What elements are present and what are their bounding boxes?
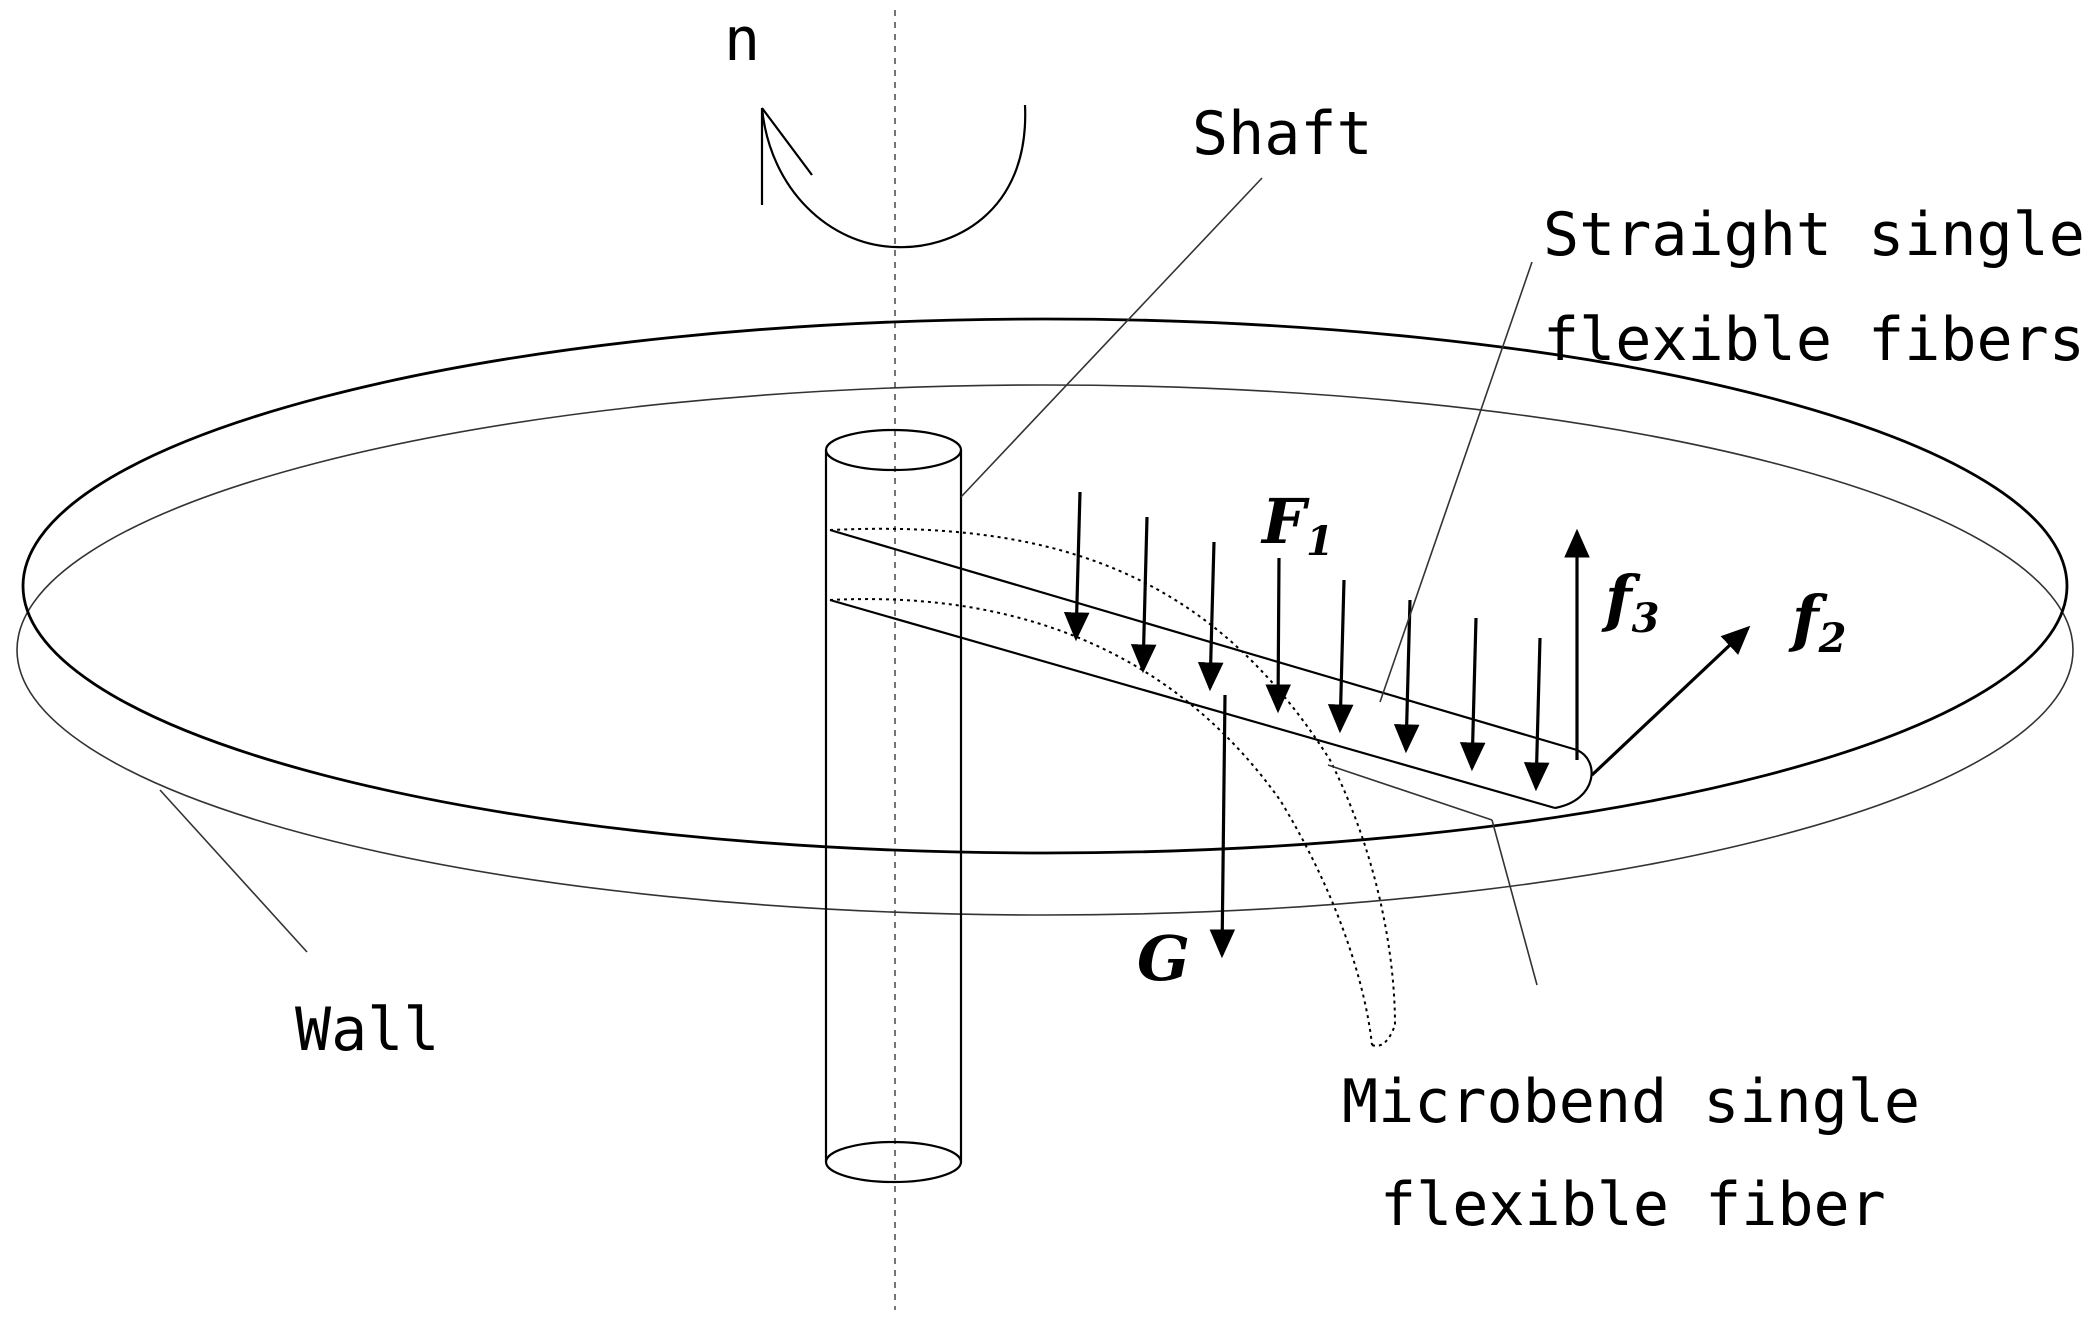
rotation-arrow-icon [760, 104, 1027, 249]
shaft-label: Shaft [1192, 99, 1373, 169]
wall-lower-ellipse [16, 384, 2074, 916]
plate-upper-ellipse [21, 317, 2069, 855]
f2-label-sub: 2 [1818, 615, 1847, 662]
f1-force-arrows [1063, 491, 1550, 792]
f2-force-arrow [1590, 625, 1751, 777]
f3-label: f3 [1601, 562, 1660, 642]
straight-fiber-leader-line [1379, 261, 1533, 703]
f1-label: F1 [1260, 485, 1334, 565]
shaft-leader-line [960, 177, 1263, 498]
f3-label-sub: 3 [1632, 595, 1660, 642]
wall-label: Wall [295, 995, 440, 1065]
rotation-label: n [724, 5, 760, 75]
f2-label: f2 [1788, 582, 1847, 662]
straight-fiber-label-line2: flexible fibers [1543, 305, 2085, 375]
shaft-cylinder [824, 428, 963, 1184]
g-label: G [1137, 922, 1190, 995]
microbend-fiber-label-line1: Microbend single [1342, 1067, 1920, 1137]
microbend-fiber [829, 527, 1396, 1047]
microbend-leader-line-upper [1327, 764, 1493, 821]
wall-leader-line [159, 789, 308, 953]
g-force-arrow [1209, 694, 1236, 959]
microbend-fiber-label-line2: flexible fiber [1380, 1170, 1886, 1240]
f1-label-main: F [1260, 485, 1310, 558]
microbend-leader-line [1491, 819, 1538, 986]
straight-fiber-label-line1: Straight single [1543, 200, 2085, 270]
straight-fiber [829, 528, 1593, 810]
f1-label-sub: 1 [1306, 518, 1334, 565]
